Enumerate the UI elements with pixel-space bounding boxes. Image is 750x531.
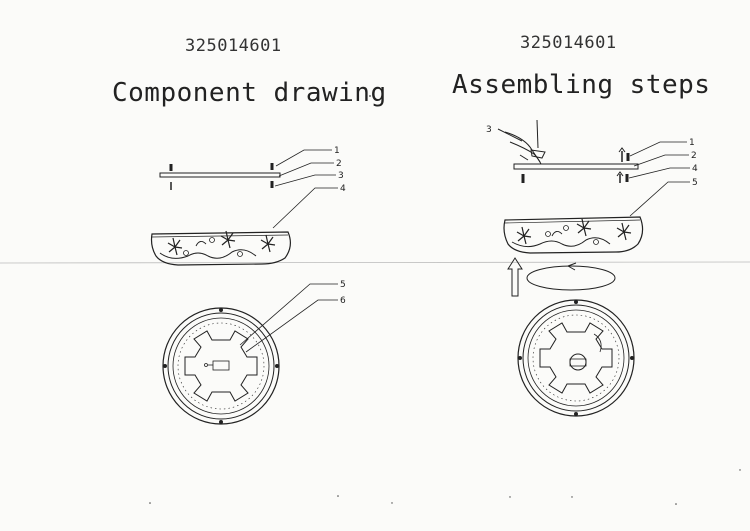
component-drawing-title: Component drawing bbox=[112, 78, 387, 108]
up-arrow bbox=[507, 257, 523, 297]
left-ceiling-lamp-top-view bbox=[162, 307, 280, 425]
left-label-2: 2 bbox=[336, 159, 342, 169]
left-label-1: 1 bbox=[334, 146, 340, 156]
right-label-3: 3 bbox=[486, 125, 492, 135]
right-mounting-plate bbox=[513, 147, 639, 183]
left-label-5: 5 bbox=[340, 280, 346, 290]
scan-specks bbox=[149, 95, 741, 505]
assembling-steps-title: Assembling steps bbox=[452, 70, 711, 100]
right-leader-lines bbox=[628, 141, 690, 217]
left-leader-lines bbox=[239, 149, 338, 353]
right-glass-shade bbox=[503, 216, 644, 254]
scan-line bbox=[0, 261, 750, 264]
right-label-2: 2 bbox=[691, 151, 697, 161]
right-ceiling-lamp-top-view bbox=[517, 299, 635, 417]
right-label-1: 1 bbox=[689, 138, 695, 148]
left-glass-shade bbox=[150, 230, 291, 266]
right-label-4: 4 bbox=[692, 164, 698, 174]
left-label-4: 4 bbox=[340, 184, 346, 194]
left-label-6: 6 bbox=[340, 296, 346, 306]
rotation-ellipse bbox=[526, 262, 616, 291]
right-label-5: 5 bbox=[692, 178, 698, 188]
left-mounting-plate bbox=[159, 163, 281, 190]
left-model-code: 325014601 bbox=[185, 36, 282, 56]
left-label-3: 3 bbox=[338, 171, 344, 181]
right-wiring bbox=[497, 119, 546, 165]
right-model-code: 325014601 bbox=[520, 33, 617, 53]
